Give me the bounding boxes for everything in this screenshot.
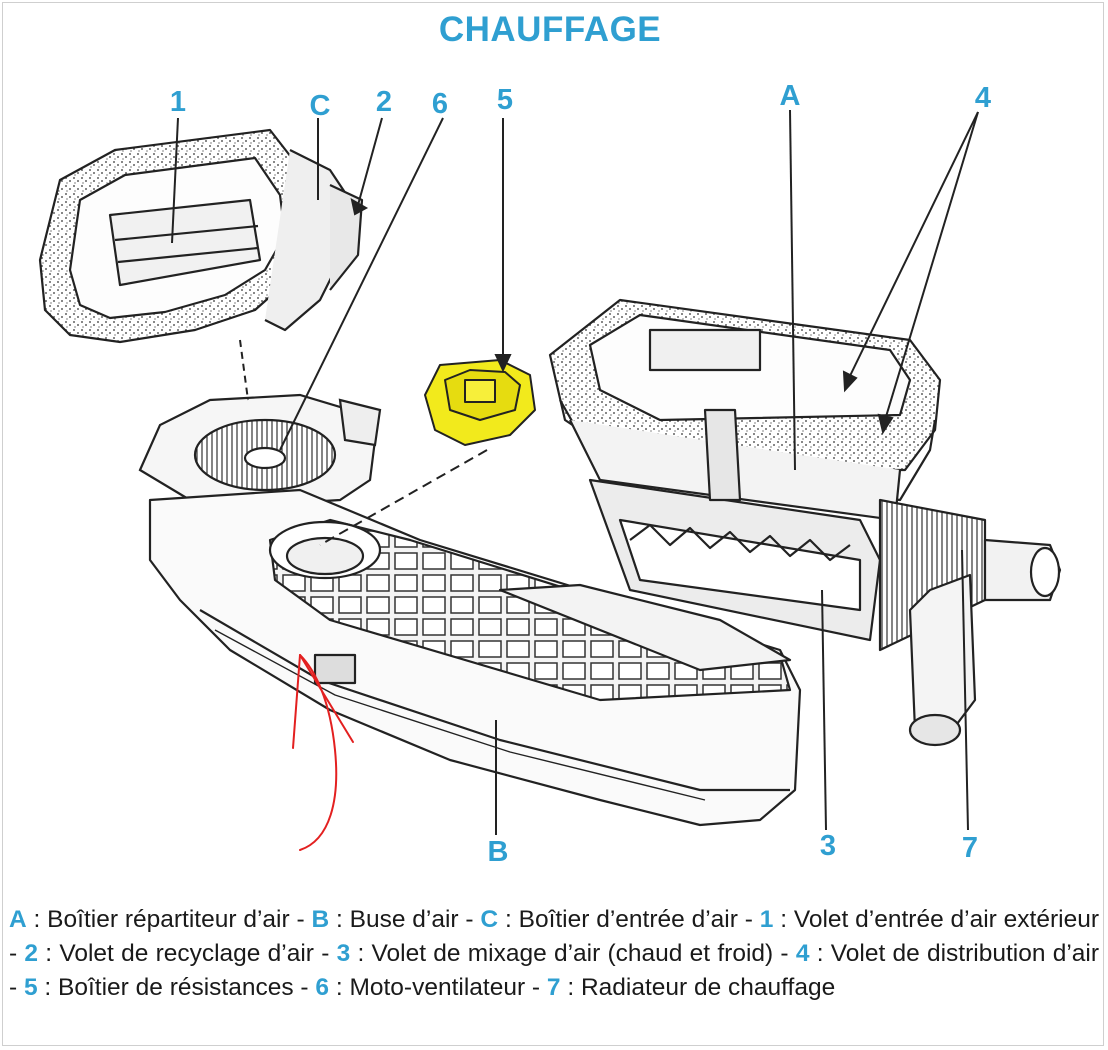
diagram-title: CHAUFFAGE <box>438 10 662 49</box>
legend-key-2: 2 <box>24 940 39 967</box>
blower-motor-fan <box>138 393 382 507</box>
callout-2: 2 <box>375 86 393 118</box>
legend-text-1: : Volet d’entrée d’air extérieur - <box>9 906 1099 967</box>
legend-key-5: 5 <box>23 974 38 1001</box>
legend-key-a: A <box>9 906 27 933</box>
legend-key-4: 4 <box>795 940 810 967</box>
legend-key-c: C <box>480 906 499 933</box>
callout-6: 6 <box>431 88 449 120</box>
legend-text-7: : Radiateur de chauffage <box>560 974 836 1001</box>
callout-b: B <box>487 836 509 868</box>
legend-text-b: : Buse d’air - <box>329 906 481 933</box>
red-annotation-arrow <box>292 654 354 851</box>
legend-text-5: : Boîtier de résistances - <box>37 974 316 1001</box>
legend-key-1: 1 <box>759 906 774 933</box>
heater-assembly-drawing <box>38 109 1062 851</box>
callout-a: A <box>779 80 801 112</box>
legend-text-2: : Volet de recyclage d’air - <box>38 940 337 967</box>
legend-key-7: 7 <box>546 974 561 1001</box>
callout-c: C <box>309 90 331 122</box>
legend-key-6: 6 <box>315 974 330 1001</box>
leader-lines <box>171 109 979 835</box>
legend-text-3: : Volet de mixage d’air (chaud et froid)… <box>350 940 796 967</box>
resistor-box-5 <box>424 359 536 446</box>
legend-text-6: : Moto-ventilateur - <box>329 974 547 1001</box>
air-duct-b <box>148 488 802 827</box>
callout-4: 4 <box>974 82 992 114</box>
legend: A : Boîtier répartiteur d’air - B : Buse… <box>9 903 1099 1005</box>
callout-7: 7 <box>961 832 979 864</box>
air-distribution-housing-a <box>548 298 942 642</box>
callout-5: 5 <box>496 84 514 116</box>
air-inlet-housing-c <box>38 128 364 344</box>
legend-key-3: 3 <box>336 940 351 967</box>
legend-text-a: : Boîtier répartiteur d’air - <box>26 906 312 933</box>
callout-1: 1 <box>169 86 187 118</box>
heater-radiator-7 <box>878 498 1062 747</box>
legend-text-4: : Volet de distribution d’air - <box>9 940 1100 1001</box>
legend-key-b: B <box>311 906 330 933</box>
legend-text-c: : Boîtier d’entrée d’air - <box>498 906 760 933</box>
callout-3: 3 <box>819 830 837 862</box>
